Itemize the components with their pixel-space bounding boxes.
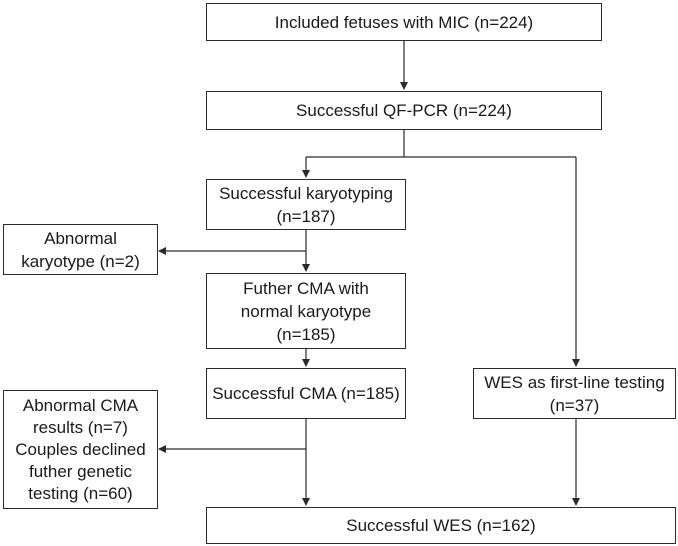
box-successful-cma: Successful CMA (n=185) xyxy=(206,368,406,419)
box-abnormal-karyotype-label: Abnormal karyotype (n=2) xyxy=(21,228,140,271)
box-successful-wes: Successful WES (n=162) xyxy=(206,507,676,544)
box-successful-cma-label: Successful CMA (n=185) xyxy=(212,384,400,403)
box-wes-first-line-label: WES as first-line testing (n=37) xyxy=(484,372,665,415)
box-successful-qfpcr: Successful QF-PCR (n=224) xyxy=(206,91,602,130)
box-abnormal-cma-label: Abnormal CMA results (n=7) Couples decli… xyxy=(15,395,146,503)
box-successful-karyotyping: Successful karyotyping (n=187) xyxy=(206,179,406,230)
box-abnormal-cma: Abnormal CMA results (n=7) Couples decli… xyxy=(3,390,158,509)
box-successful-wes-label: Successful WES (n=162) xyxy=(346,516,536,535)
box-further-cma-label: Futher CMA with normal karyotype (n=185) xyxy=(240,278,372,344)
box-included-fetuses-label: Included fetuses with MIC (n=224) xyxy=(274,12,534,32)
box-further-cma: Futher CMA with normal karyotype (n=185) xyxy=(206,273,406,349)
box-wes-first-line: WES as first-line testing (n=37) xyxy=(473,368,676,419)
box-included-fetuses: Included fetuses with MIC (n=224) xyxy=(206,3,602,41)
box-abnormal-karyotype: Abnormal karyotype (n=2) xyxy=(3,224,158,275)
box-successful-qfpcr-label: Successful QF-PCR (n=224) xyxy=(296,101,512,120)
box-successful-karyotyping-label: Successful karyotyping (n=187) xyxy=(219,183,393,226)
